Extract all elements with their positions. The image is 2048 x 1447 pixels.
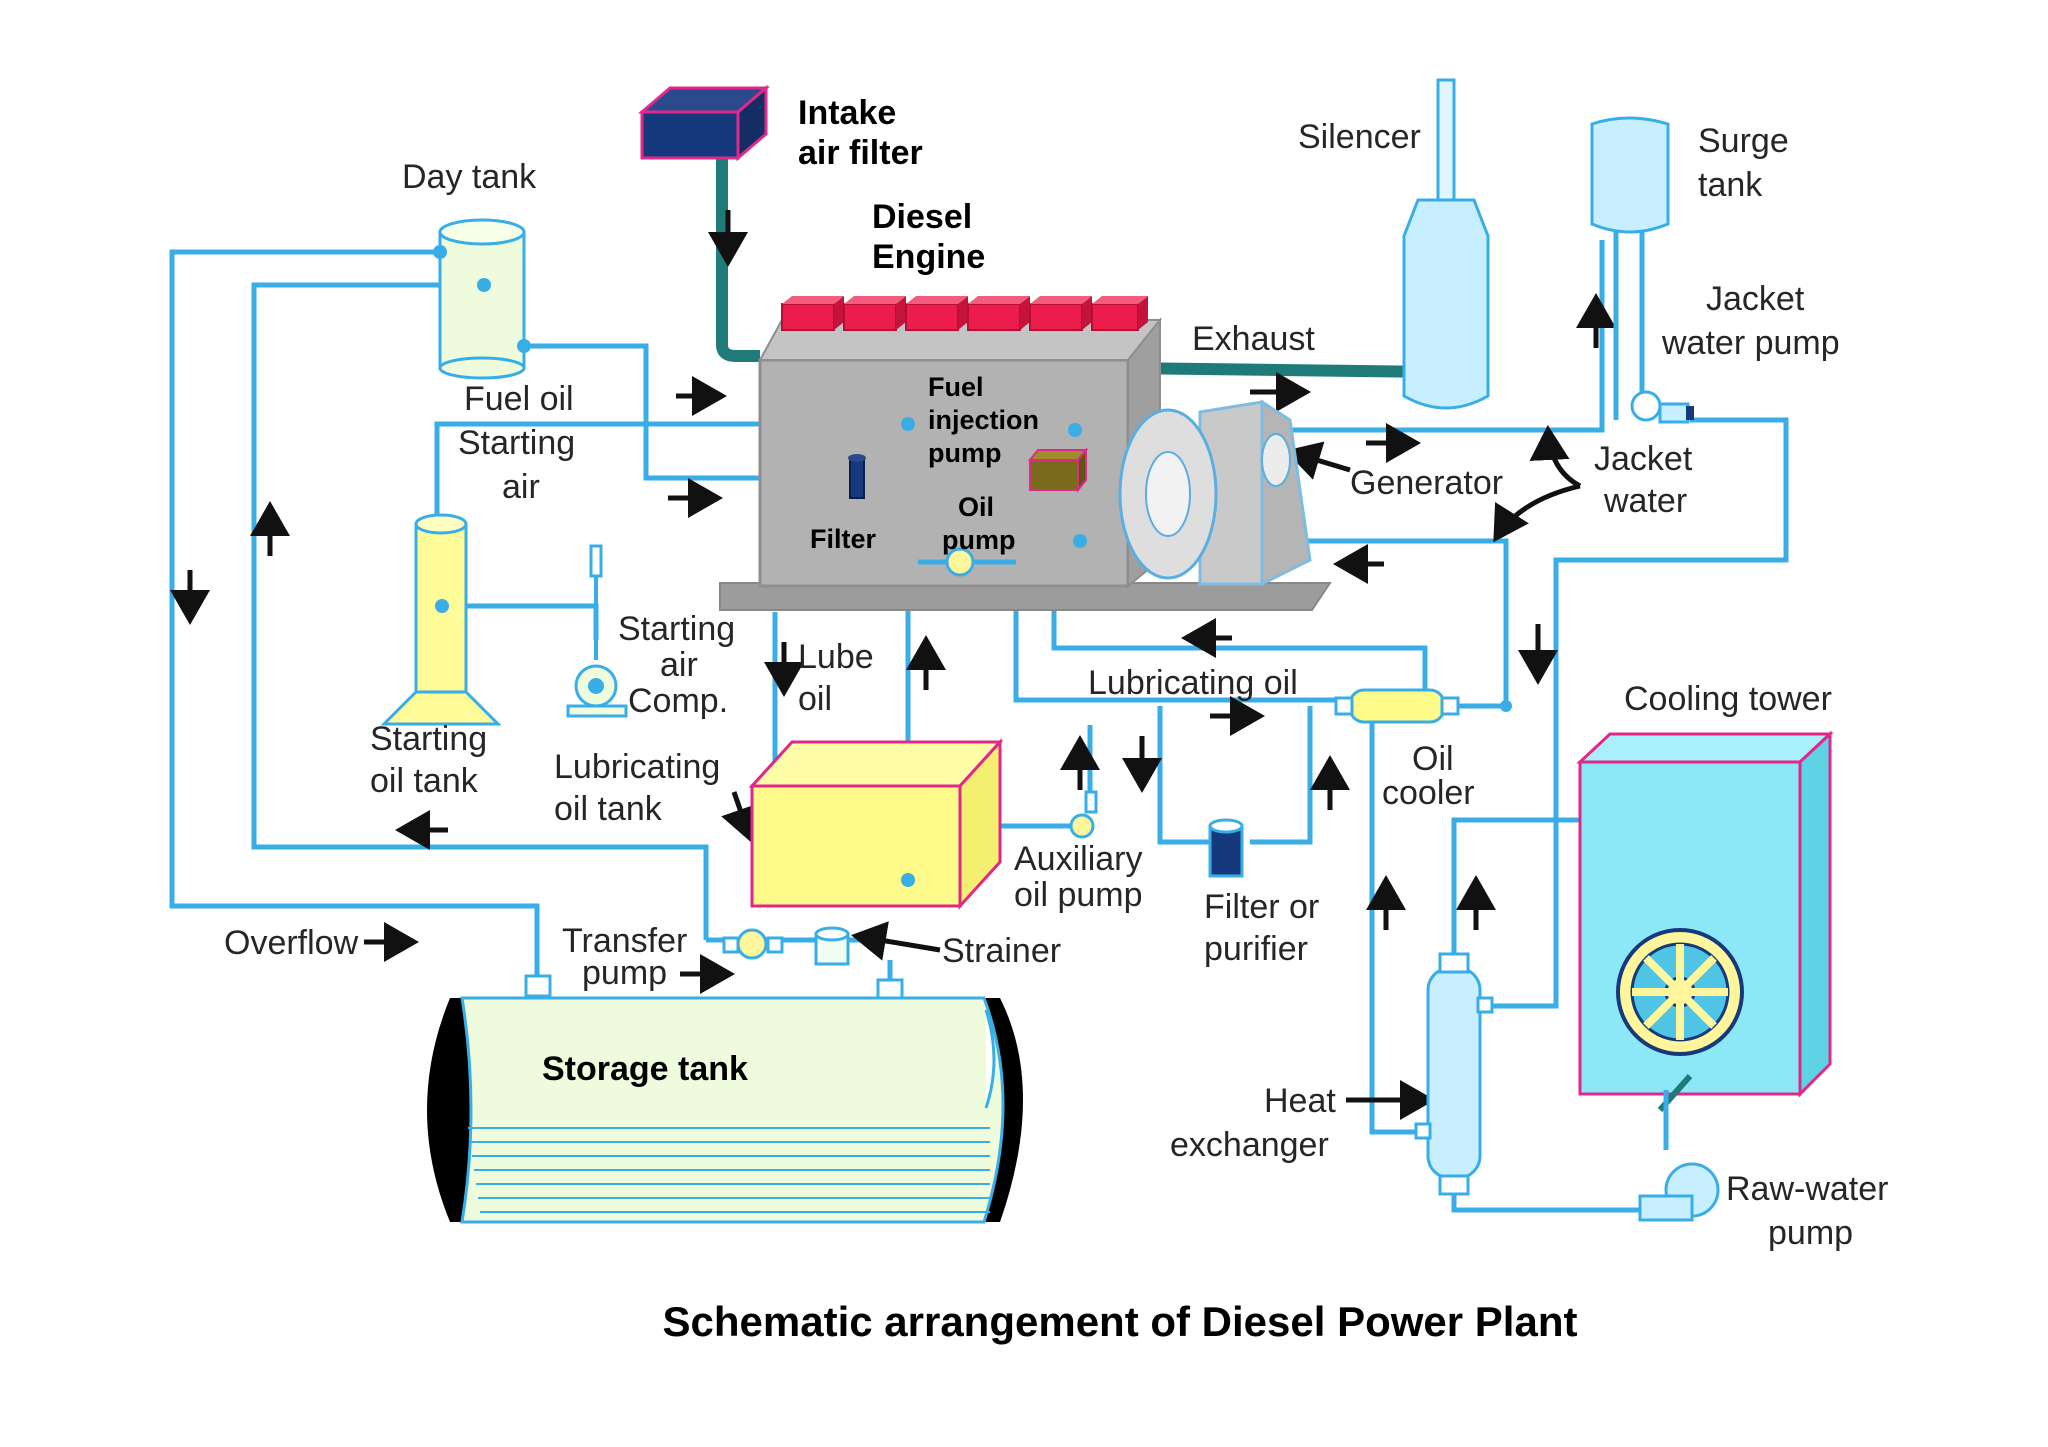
label-transfer-pump: Transfer [562,922,687,960]
starting-air-compressor [566,544,628,718]
label-fuel-injection-pump: injection [928,405,1039,435]
jacket-water-pump [1630,390,1694,424]
figure-caption: Schematic arrangement of Diesel Power Pl… [663,1298,1578,1345]
generator [1118,399,1312,587]
day-tank [433,218,531,380]
flow-arrows [170,210,1616,1120]
labels: Intake air filter Diesel Engine Silencer… [224,94,1888,1252]
label-day-tank: Day tank [402,158,537,196]
label-lubricating-oil-tank: oil tank [554,790,663,828]
label-surge-tank: tank [1698,166,1763,204]
cooling-tower [1576,730,1834,1150]
cylinder-head [781,296,844,331]
surge-tank [1590,116,1670,420]
cylinder-head [905,296,968,331]
label-starting-air: Starting [458,424,575,462]
label-jacket-water-pump: water pump [1661,324,1840,362]
label-diesel-engine: Engine [872,238,985,276]
label-lube-oil: Lube [798,638,874,676]
oil-cooler [1334,688,1512,724]
label-storage-tank: Storage tank [542,1050,748,1088]
cooling-fan [1616,928,1744,1056]
transfer-pump [722,928,784,960]
label-filter-or-purifier: Filter or [1204,888,1319,926]
label-transfer-pump: pump [582,954,667,992]
label-oil-pump: pump [942,525,1016,555]
label-strainer: Strainer [942,932,1061,970]
label-jacket-water-pump: Jacket [1706,280,1805,318]
label-fuel-oil: Fuel oil [464,380,574,418]
label-fuel-injection-pump: Fuel [928,372,984,402]
fuel-injection-pump [901,417,1087,548]
label-intake-air-filter: air filter [798,134,923,172]
oil-filter-box [1027,447,1089,493]
label-jacket-water: water [1603,482,1687,520]
label-overflow: Overflow [224,924,359,962]
label-heat-exchanger: exchanger [1170,1126,1329,1164]
starting-oil-tank [380,513,502,726]
label-jacket-water: Jacket [1594,440,1693,478]
label-cooling-tower: Cooling tower [1624,680,1832,718]
label-raw-water-pump: Raw-water [1726,1170,1888,1208]
label-oil-pump: Oil [958,492,994,522]
strainer [814,926,850,966]
label-filter-or-purifier: purifier [1204,930,1308,968]
label-intake-air-filter: Intake [798,94,896,132]
label-starting-air: air [502,468,540,506]
cylinder-head [967,296,1030,331]
raw-water-pump [1638,1162,1720,1222]
label-oil-cooler: cooler [1382,774,1475,812]
filter-or-purifier [1208,818,1244,878]
cylinder-head [1091,296,1148,331]
lubricating-oil-tank [748,738,1004,910]
label-lubricating-oil: Lubricating oil [1088,664,1298,702]
label-starting-air-comp: Starting [618,610,735,648]
cylinder-head [843,296,906,331]
label-fuel-injection-pump: pump [928,438,1002,468]
cylinder-head [1029,296,1092,331]
engine-oil-filter [848,454,866,499]
label-auxiliary-oil-pump: Auxiliary [1014,840,1142,878]
label-auxiliary-oil-pump: oil pump [1014,876,1143,914]
label-heat-exchanger: Heat [1264,1082,1336,1120]
label-diesel-engine: Diesel [872,198,972,236]
heat-exchanger [1414,952,1494,1196]
label-starting-oil-tank: oil tank [370,762,479,800]
label-starting-oil-tank: Starting [370,720,487,758]
storage-tank [427,974,1023,1224]
label-lubricating-oil-tank: Lubricating [554,748,720,786]
label-filter: Filter [810,524,877,554]
label-starting-air-comp: Comp. [628,682,728,720]
silencer [1402,78,1490,410]
label-exhaust: Exhaust [1192,320,1315,358]
label-raw-water-pump: pump [1768,1214,1853,1252]
label-silencer: Silencer [1298,118,1421,156]
label-starting-air-comp: air [660,646,698,684]
label-surge-tank: Surge [1698,122,1789,160]
label-oil-cooler: Oil [1412,740,1454,778]
auxiliary-oil-pump [1069,790,1098,839]
oil-pump [918,547,1016,577]
label-lube-oil: oil [798,680,832,718]
label-generator: Generator [1350,464,1503,502]
intake-air-filter [637,84,771,162]
engine-cylinders [781,296,1148,331]
